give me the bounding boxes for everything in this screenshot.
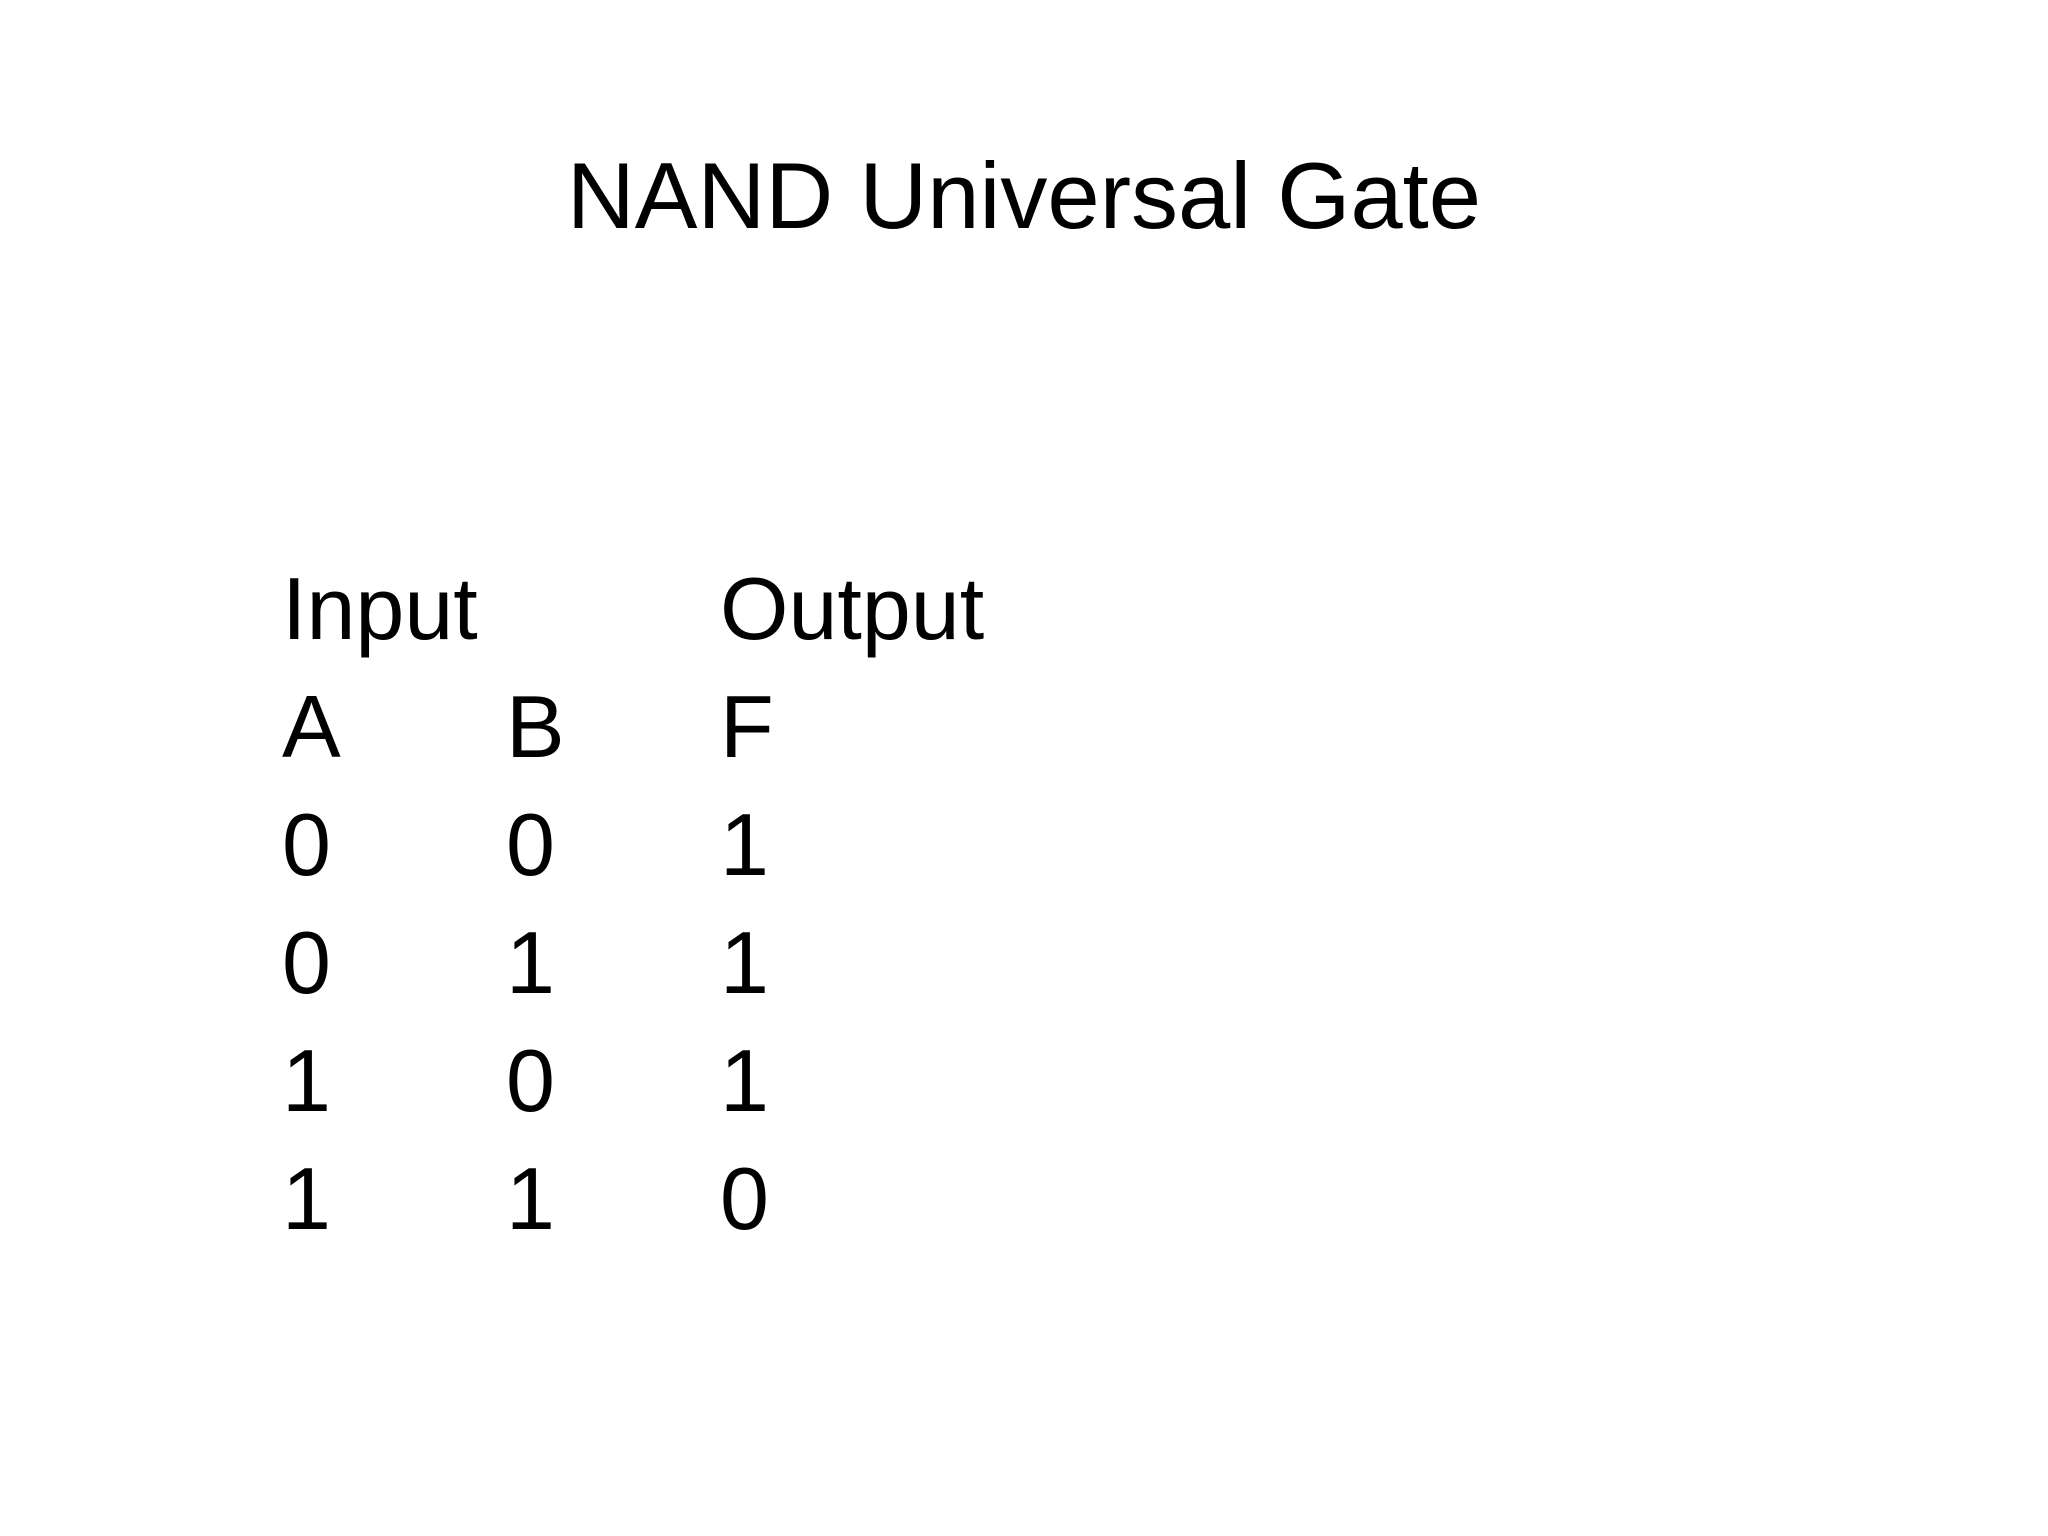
- column-header-f: F: [720, 677, 774, 776]
- cell-a: 0: [282, 795, 331, 894]
- cell-a: 1: [282, 1149, 331, 1248]
- cell-b: 0: [506, 795, 555, 894]
- output-group-header: Output: [720, 559, 985, 658]
- cell-f: 1: [720, 795, 769, 894]
- truth-table: Input Output A B F 0 0 1 0 1 1 1 0 1 1 1…: [282, 550, 1120, 1258]
- cell-a: 0: [282, 913, 331, 1012]
- truth-table-row: 0 1 1: [282, 904, 1120, 1022]
- cell-a: 1: [282, 1031, 331, 1130]
- input-group-header: Input: [282, 559, 478, 658]
- truth-table-row: 1 1 0: [282, 1140, 1120, 1258]
- cell-b: 1: [506, 1149, 555, 1248]
- cell-f: 1: [720, 913, 769, 1012]
- truth-table-group-header-row: Input Output: [282, 550, 1120, 668]
- truth-table-row: 0 0 1: [282, 786, 1120, 904]
- cell-f: 1: [720, 1031, 769, 1130]
- slide-title: NAND Universal Gate: [566, 143, 1482, 248]
- truth-table-column-header-row: A B F: [282, 668, 1120, 786]
- column-header-b: B: [506, 677, 565, 776]
- cell-b: 1: [506, 913, 555, 1012]
- cell-f: 0: [720, 1149, 769, 1248]
- column-header-a: A: [282, 677, 341, 776]
- cell-b: 0: [506, 1031, 555, 1130]
- truth-table-row: 1 0 1: [282, 1022, 1120, 1140]
